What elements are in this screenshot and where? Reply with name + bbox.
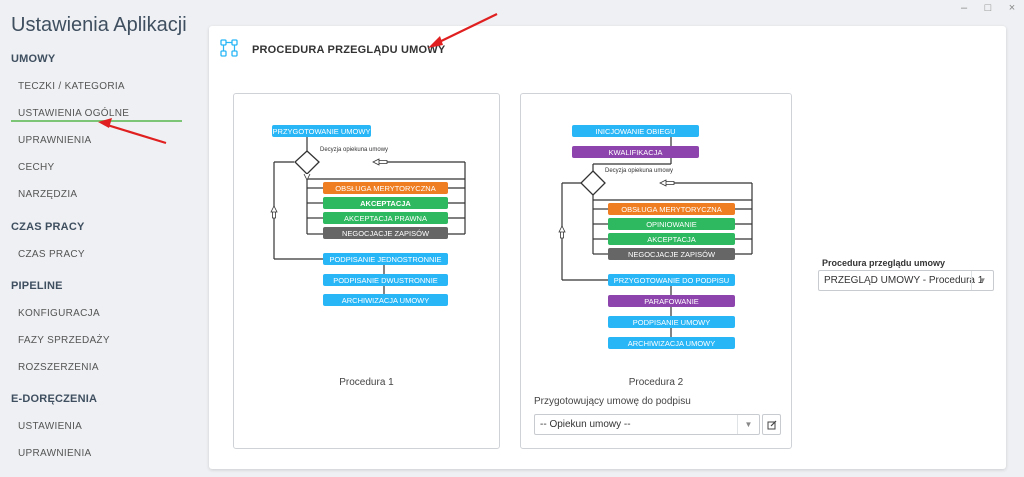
sidebar-section-czas-pracy: CZAS PRACY xyxy=(11,221,85,233)
page-title: PROCEDURA PRZEGLĄDU UMOWY xyxy=(252,44,446,56)
diagram-step: ARCHIWIZACJA UMOWY xyxy=(628,339,716,348)
diagram-step: PARAFOWANIE xyxy=(644,297,699,306)
decision-diamond xyxy=(294,150,320,175)
procedure-card: PROCEDURA PRZEGLĄDU UMOWY Decyzja opieku… xyxy=(209,26,1006,469)
sidebar-item-ustawienia[interactable]: USTAWIENIA xyxy=(18,421,83,432)
sidebar-item-cechy[interactable]: CECHY xyxy=(18,162,55,173)
close-icon[interactable]: × xyxy=(1008,2,1016,14)
chevron-down-icon: ▼ xyxy=(737,415,759,434)
procedure-1-option[interactable]: Decyzja opiekuna umowy PRZYGOTOWANIE UMO… xyxy=(233,93,500,449)
diagram-step: PRZYGOTOWANIE DO PODPISU xyxy=(614,276,729,285)
workflow-icon xyxy=(220,39,238,57)
preparer-field-label: Przygotowujący umowę do podpisu xyxy=(534,396,691,407)
sidebar-item-rozszerzenia[interactable]: ROZSZERZENIA xyxy=(18,362,99,373)
diagram-step: NEGOCJACJE ZAPISÓW xyxy=(342,229,430,238)
sidebar-section-e-doreczenia: E-DORĘCZENIA xyxy=(11,393,98,405)
edit-button[interactable] xyxy=(762,414,781,435)
procedure-1-label: Procedura 1 xyxy=(339,377,394,388)
sidebar-item-narzedzia[interactable]: NARZĘDZIA xyxy=(18,189,78,200)
diagram-step: PODPISANIE JEDNOSTRONNIE xyxy=(329,255,441,264)
diagram-step: OBSŁUGA MERYTORYCZNA xyxy=(621,205,721,214)
diagram-step: PODPISANIE DWUSTRONNIE xyxy=(333,276,438,285)
diagram-decision-label: Decyzja opiekuna umowy xyxy=(605,168,673,174)
window-controls: – □ × xyxy=(958,2,1018,14)
preparer-select-value: -- Opiekun umowy -- xyxy=(540,419,631,430)
procedure-2-label: Procedura 2 xyxy=(628,377,684,388)
preparer-select[interactable]: -- Opiekun umowy -- ▼ xyxy=(534,414,760,435)
diagram-step: AKCEPTACJA xyxy=(647,235,696,244)
sidebar-item-konfiguracja[interactable]: KONFIGURACJA xyxy=(18,308,100,319)
sidebar-item-uprawnienia-edoreczenia[interactable]: UPRAWNIENIA xyxy=(18,448,92,459)
procedure-2-diagram: Decyzja opiekuna umowy INICJOWANIE OBIEG… xyxy=(558,125,753,349)
procedure-selector[interactable]: PRZEGLĄD UMOWY - Procedura 1 ▼ xyxy=(818,270,994,291)
chevron-down-icon: ▼ xyxy=(971,271,993,290)
diagram-step: INICJOWANIE OBIEGU xyxy=(595,127,675,136)
sidebar-item-czas-pracy[interactable]: CZAS PRACY xyxy=(18,249,85,260)
procedure-selector-value: PRZEGLĄD UMOWY - Procedura 1 xyxy=(824,275,984,286)
procedure-selector-label: Procedura przeglądu umowy xyxy=(822,258,946,268)
diagram-decision-label: Decyzja opiekuna umowy xyxy=(320,147,388,153)
diagram-step: AKCEPTACJA xyxy=(360,199,411,208)
procedure-2-option[interactable]: Decyzja opiekuna umowy INICJOWANIE OBIEG… xyxy=(520,93,792,449)
sidebar-item-fazy-sprzedazy[interactable]: FAZY SPRZEDAŻY xyxy=(18,335,110,346)
diagram-step: AKCEPTACJA PRAWNA xyxy=(344,214,427,223)
edit-icon xyxy=(767,420,776,429)
sidebar: Ustawienia Aplikacji UMOWY TECZKI / KATE… xyxy=(0,0,195,477)
diagram-step: ARCHIWIZACJA UMOWY xyxy=(342,296,430,305)
sidebar-item-uprawnienia[interactable]: UPRAWNIENIA xyxy=(18,135,92,146)
diagram-step: KWALIFIKACJA xyxy=(609,148,663,157)
sidebar-section-pipeline: PIPELINE xyxy=(11,280,63,292)
app-title: Ustawienia Aplikacji xyxy=(11,14,187,36)
decision-diamond xyxy=(580,170,606,196)
diagram-step: PODPISANIE UMOWY xyxy=(633,318,711,327)
active-item-underline xyxy=(11,120,182,122)
diagram-step: OPINIOWANIE xyxy=(646,220,697,229)
sidebar-item-teczki[interactable]: TECZKI / KATEGORIA xyxy=(18,81,125,92)
diagram-step: NEGOCJACJE ZAPISÓW xyxy=(628,250,716,259)
minimize-icon[interactable]: – xyxy=(960,2,968,14)
sidebar-section-umowy: UMOWY xyxy=(11,53,56,65)
procedure-1-diagram: Decyzja opiekuna umowy PRZYGOTOWANIE UMO… xyxy=(270,125,466,306)
diagram-step: PRZYGOTOWANIE UMOWY xyxy=(273,127,371,136)
maximize-icon[interactable]: □ xyxy=(984,2,992,14)
diagram-step: OBSŁUGA MERYTORYCZNA xyxy=(335,184,435,193)
sidebar-item-ustawienia-ogolne[interactable]: USTAWIENIA OGÓLNE xyxy=(18,108,130,119)
